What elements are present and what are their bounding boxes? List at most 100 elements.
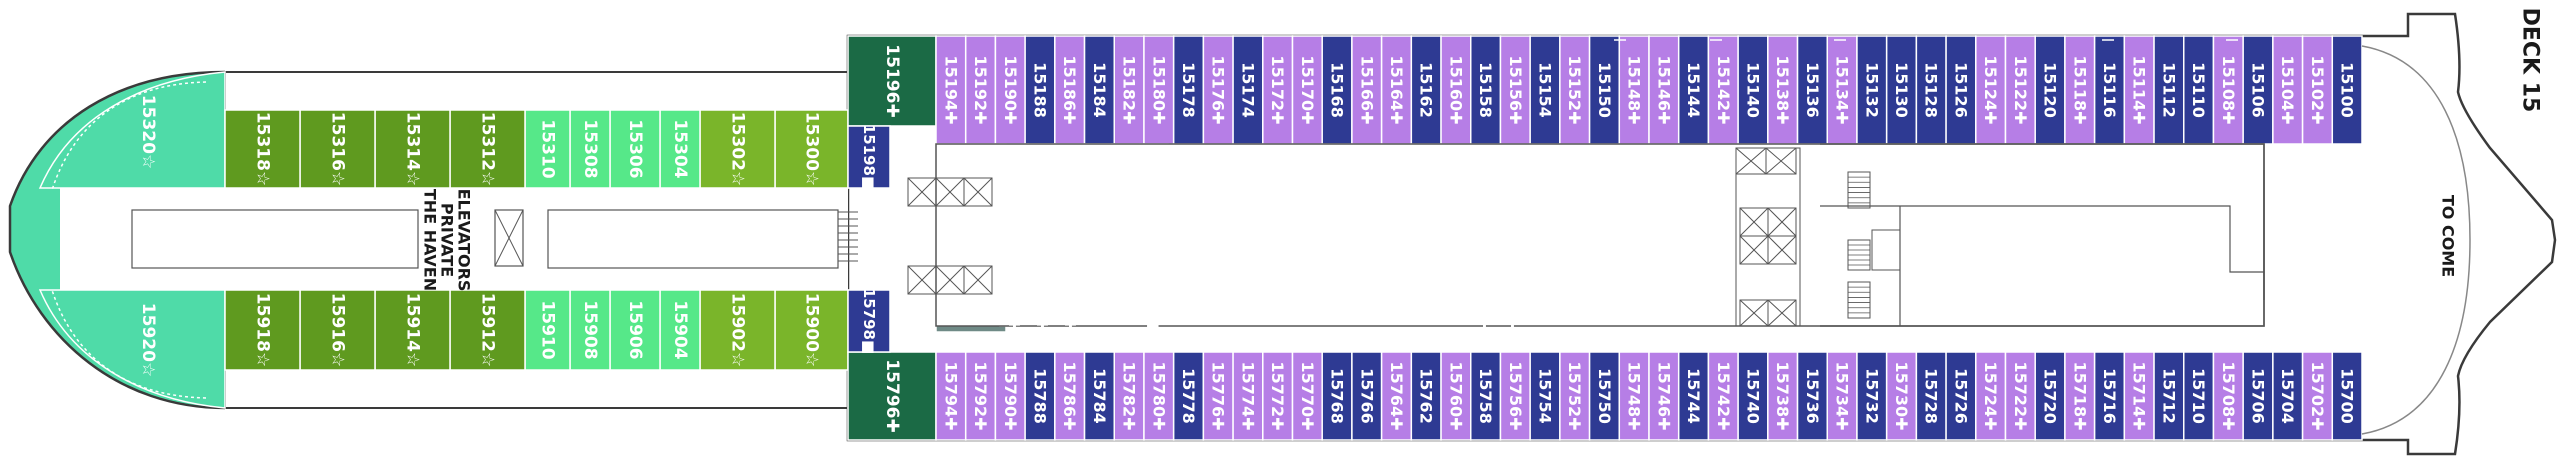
- cabin-15148[interactable]: [1618, 35, 1650, 145]
- cabin-15116[interactable]: [2093, 35, 2126, 145]
- cabin-15908[interactable]: [569, 289, 611, 371]
- cabin-15757-label: 15757✚: [1503, 265, 1521, 330]
- cabin-15732[interactable]: [1856, 351, 1888, 441]
- cabin-15310[interactable]: [524, 109, 571, 189]
- cabin-15110[interactable]: [2183, 35, 2215, 145]
- cabin-15736[interactable]: [1796, 351, 1828, 441]
- cabin-15198[interactable]: [847, 125, 891, 189]
- cabin-15734[interactable]: [1826, 351, 1858, 441]
- cabin-15794[interactable]: [935, 351, 967, 441]
- cabin-15112-label: 15112: [2159, 62, 2178, 118]
- cabin-15786[interactable]: [1054, 351, 1086, 441]
- haven-lounge-outline: [131, 209, 419, 269]
- cabin-15708[interactable]: [2212, 351, 2244, 441]
- cabin-15106[interactable]: [2242, 35, 2274, 145]
- cabin-15782-label: 15782✚: [1120, 361, 1139, 430]
- cabin-15792[interactable]: [964, 351, 997, 441]
- cabin-15156[interactable]: [1499, 35, 1531, 145]
- cabin-15764[interactable]: [1380, 351, 1413, 441]
- cabin-15774[interactable]: [1232, 351, 1264, 441]
- cabin-15756[interactable]: [1499, 351, 1531, 441]
- cabin-15182[interactable]: [1113, 35, 1145, 145]
- cabin-15910[interactable]: [524, 289, 571, 371]
- cabin-15754-label: 15754: [1536, 368, 1555, 424]
- cabin-15788[interactable]: [1024, 351, 1056, 441]
- cabin-15312[interactable]: [449, 109, 526, 189]
- cabin-15122[interactable]: [2004, 35, 2036, 145]
- cabin-15766[interactable]: [1351, 351, 1383, 441]
- cabin-15158[interactable]: [1470, 35, 1502, 145]
- cabin-15308-label: 15308: [580, 119, 600, 178]
- cabin-15744[interactable]: [1677, 351, 1710, 441]
- cabin-15772[interactable]: [1262, 351, 1294, 441]
- cabin-15100[interactable]: [2331, 35, 2363, 145]
- cabin-15726[interactable]: [1945, 351, 1977, 441]
- cabin-15752[interactable]: [1559, 351, 1591, 441]
- cabin-15108[interactable]: [2212, 35, 2244, 145]
- cabin-15754[interactable]: [1529, 351, 1561, 441]
- cabin-15126[interactable]: [1945, 35, 1977, 145]
- cabin-15704[interactable]: [2272, 351, 2304, 441]
- cabin-15120[interactable]: [2034, 35, 2066, 145]
- cabin-15164[interactable]: [1380, 35, 1413, 145]
- cabin-15700[interactable]: [2331, 351, 2363, 441]
- deck-title: DECK 15: [2518, 8, 2543, 113]
- cabin-15170[interactable]: [1291, 35, 1323, 145]
- cabin-15302[interactable]: [699, 109, 776, 189]
- mid-elevator-a-1-x2: [1739, 207, 1769, 237]
- cabin-15706[interactable]: [2242, 351, 2274, 441]
- cabin-15310-label: 15310: [538, 119, 558, 178]
- cabin-15918[interactable]: [224, 289, 301, 371]
- cabin-15760[interactable]: [1440, 351, 1472, 441]
- cabin-15320[interactable]: [38, 71, 226, 189]
- cabin-15730[interactable]: [1885, 351, 1918, 441]
- cabin-15798[interactable]: [847, 289, 891, 353]
- cabin-15746[interactable]: [1648, 351, 1680, 441]
- cabin-15778[interactable]: [1172, 351, 1205, 441]
- cabin-15192[interactable]: [964, 35, 997, 145]
- cabin-15906[interactable]: [609, 289, 661, 371]
- cabin-15168-label: 15168: [1328, 62, 1347, 118]
- cabin-15920[interactable]: [38, 289, 226, 409]
- cabin-15718[interactable]: [2064, 351, 2096, 441]
- cabin-15142-label: 15142✚: [1714, 55, 1733, 124]
- cabin-15316[interactable]: [299, 109, 376, 189]
- bow-arc-lower: [51, 289, 207, 399]
- cabin-15154[interactable]: [1529, 35, 1561, 145]
- cabin-15172-label: 15172✚: [1268, 55, 1287, 124]
- cabin-15762[interactable]: [1410, 351, 1442, 441]
- cabin-15142[interactable]: [1707, 35, 1739, 145]
- cabin-15768[interactable]: [1321, 351, 1353, 441]
- cabin-15162[interactable]: [1410, 35, 1442, 145]
- cabin-15118[interactable]: [2064, 35, 2096, 145]
- cabin-15786-label: 15786✚: [1060, 361, 1079, 430]
- cabin-15796[interactable]: [847, 351, 937, 441]
- cabin-15160-label: 15160✚: [1446, 55, 1465, 124]
- cabin-15704-label: 15704: [2278, 368, 2297, 424]
- cabin-15710[interactable]: [2183, 351, 2215, 441]
- cabin-15144[interactable]: [1677, 35, 1710, 145]
- cabin-15132[interactable]: [1856, 35, 1888, 145]
- cabin-15318[interactable]: [224, 109, 301, 189]
- cabin-15785-label: 15785: [1089, 272, 1107, 324]
- cabin-15136[interactable]: [1796, 35, 1828, 145]
- cabin-15914[interactable]: [374, 289, 451, 371]
- cabin-15912[interactable]: [449, 289, 526, 371]
- cabin-15780[interactable]: [1143, 351, 1175, 441]
- cabin-15740[interactable]: [1737, 351, 1769, 441]
- cabin-15714[interactable]: [2123, 351, 2155, 441]
- cabin-15146[interactable]: [1648, 35, 1680, 145]
- cabin-15152[interactable]: [1559, 35, 1591, 145]
- cabin-15102[interactable]: [2301, 35, 2334, 145]
- cabin-15314[interactable]: [374, 109, 451, 189]
- cabin-15118-label: 15118✚: [2070, 55, 2089, 124]
- cabin-15776[interactable]: [1202, 351, 1234, 441]
- cabin-15728[interactable]: [1915, 351, 1947, 441]
- cabin-15742[interactable]: [1707, 351, 1739, 441]
- cabin-15783-label: 15783: [1117, 272, 1135, 324]
- cabin-15758[interactable]: [1470, 351, 1502, 441]
- cabin-15104[interactable]: [2272, 35, 2304, 145]
- cabin-15180[interactable]: [1143, 35, 1175, 145]
- cabin-15160[interactable]: [1440, 35, 1472, 145]
- cabin-15720[interactable]: [2034, 351, 2066, 441]
